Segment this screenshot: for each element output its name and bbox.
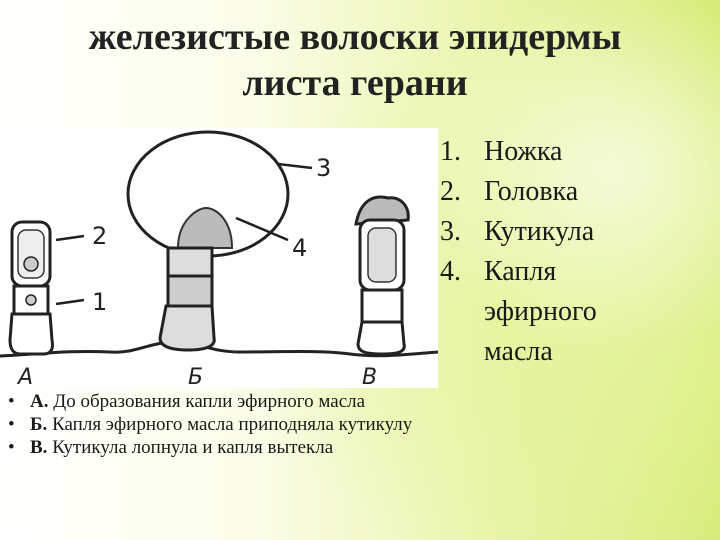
legend-text: Капля эфирного масла [484, 256, 597, 367]
title-line-1: железистые волоски эпидермы [88, 16, 622, 58]
bullet-item: • В. Кутикула лопнула и капля вытекла [8, 438, 438, 458]
bullet-text: В. Кутикула лопнула и капля вытекла [30, 438, 333, 458]
bullet-glyph: • [8, 391, 15, 412]
glandular-hairs-figure: 2 1 3 4 А Б В [0, 128, 438, 388]
bullet-description: Кутикула лопнула и капля вытекла [47, 437, 334, 458]
stage-bullet-list: • А. До образования капли эфирного масла… [8, 392, 438, 461]
legend-number: 2. [440, 176, 461, 207]
hair-c-drawing [354, 195, 410, 356]
legend-number: 4. [440, 256, 461, 287]
legend-item: 1. Ножка [440, 132, 664, 172]
leader-3 [277, 162, 313, 170]
figure-label-v: В [362, 365, 377, 388]
legend-text: Головка [484, 176, 579, 207]
bullet-letter: А. [30, 391, 49, 412]
legend-item: 2. Головка [440, 172, 664, 212]
bullet-text: Б. Капля эфирного масла приподняла кутик… [30, 415, 412, 435]
slide-title: железистые волоски эпидермы листа герани [60, 14, 650, 106]
bullet-letter: Б. [30, 414, 48, 435]
bullet-glyph: • [8, 437, 15, 458]
figure-label-a: А [16, 365, 33, 388]
parts-legend-list: 1. Ножка 2. Головка 3. Кутикула 4. Капля… [440, 132, 664, 372]
figure-label-1: 1 [92, 288, 107, 316]
bullet-description: До образования капли эфирного масла [48, 391, 366, 412]
hair-a-drawing [8, 220, 54, 356]
bullet-description: Капля эфирного масла приподняла кутикулу [47, 414, 413, 435]
legend-text: Ножка [484, 136, 563, 167]
bullet-text: А. До образования капли эфирного масла [30, 392, 365, 412]
bullet-item: • Б. Капля эфирного масла приподняла кут… [8, 415, 438, 435]
title-line-2: листа герани [242, 62, 468, 104]
figure-label-2: 2 [92, 222, 107, 250]
legend-text: Кутикула [484, 216, 595, 247]
figure-label-3: 3 [316, 154, 331, 182]
legend-number: 3. [440, 216, 461, 247]
legend-item: 4. Капля эфирного масла [440, 252, 664, 372]
leader-4 [235, 216, 289, 242]
legend-number: 1. [440, 136, 461, 167]
figure-label-4: 4 [292, 234, 307, 262]
bullet-item: • А. До образования капли эфирного масла [8, 392, 438, 412]
hairs-drawing: 2 1 3 4 А Б В [0, 130, 438, 388]
hair-b-drawing [126, 130, 290, 352]
bullet-glyph: • [8, 414, 15, 435]
leader-2 [55, 234, 85, 242]
bullet-letter: В. [30, 437, 48, 458]
leader-1 [55, 298, 85, 306]
figure-label-b: Б [188, 365, 203, 388]
legend-item: 3. Кутикула [440, 212, 664, 252]
